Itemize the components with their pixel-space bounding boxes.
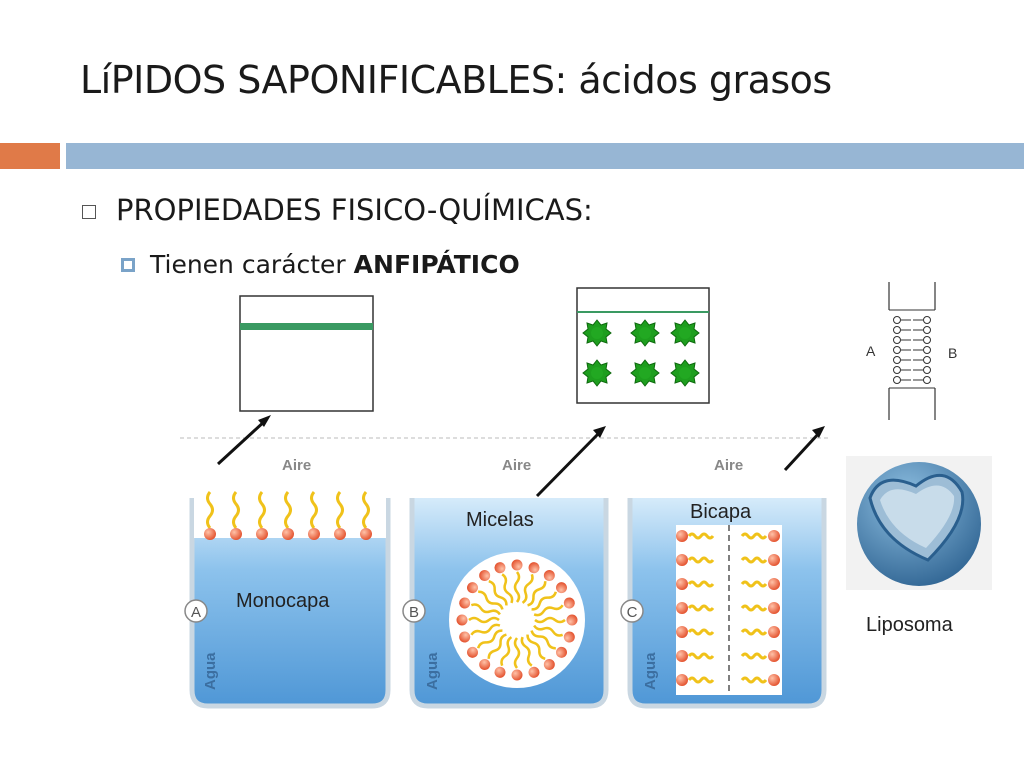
arrow-bilayer-head bbox=[812, 426, 825, 438]
micelle-inset bbox=[576, 287, 710, 404]
micelle-lipid bbox=[531, 582, 567, 611]
membrane-lipid-row bbox=[893, 316, 931, 324]
bilayer-lipid-right bbox=[740, 674, 780, 686]
micelle-lipid bbox=[511, 637, 523, 681]
arrow-bilayer bbox=[783, 430, 822, 472]
bilayer-lipid-left bbox=[676, 626, 715, 638]
micelle-lipid bbox=[494, 636, 513, 678]
bilayer-lipid-right bbox=[740, 650, 780, 662]
membrane-lipid-row bbox=[893, 336, 931, 344]
micelle-lipid bbox=[533, 597, 575, 617]
micelle-lipid bbox=[456, 614, 500, 626]
membrane-inset: A B bbox=[866, 282, 957, 420]
panel-b-water-label: Agua bbox=[424, 652, 441, 690]
bilayer-lipid-right bbox=[740, 530, 780, 542]
bilayer-lipid-right bbox=[740, 554, 780, 566]
arrow-monolayer-head bbox=[258, 415, 271, 427]
arrow-micelle bbox=[535, 430, 602, 498]
micelle-lipid bbox=[479, 570, 508, 606]
caption-liposome: Liposoma bbox=[866, 614, 954, 636]
bilayer-lipid-left bbox=[676, 602, 715, 614]
caption-bilayer: Bicapa bbox=[690, 501, 752, 523]
bilayer-lipid-right bbox=[740, 578, 780, 590]
micelle-lipid bbox=[521, 562, 540, 604]
panel-b-letter: B bbox=[409, 604, 419, 621]
monolayer-inset bbox=[239, 295, 374, 412]
bilayer-lipid-left bbox=[676, 674, 715, 686]
micelle-lipid bbox=[479, 633, 507, 670]
bullet-properties: PROPIEDADES FISICO-QUÍMICAS: bbox=[116, 193, 593, 227]
panel-a-monolayer: A Aire Agua bbox=[180, 457, 391, 709]
panel-a-air-label: Aire bbox=[282, 457, 311, 474]
bilayer-lipid-right bbox=[740, 626, 780, 638]
arrow-micelle-head bbox=[593, 426, 606, 438]
title-accent-bar bbox=[0, 143, 60, 169]
panel-b-air-label: Aire bbox=[502, 457, 531, 474]
membrane-lipid-row bbox=[893, 326, 931, 334]
bullet-amphipathic: Tienen carácter ANFIPÁTICO bbox=[150, 250, 520, 279]
membrane-lipid-row bbox=[893, 356, 931, 364]
title-divider-bar bbox=[66, 143, 1024, 169]
membrane-lipid-row bbox=[893, 346, 931, 354]
bullet-amphipathic-keyword: ANFIPÁTICO bbox=[353, 250, 520, 279]
bilayer-lipid-left bbox=[676, 578, 715, 590]
square-bullet-icon bbox=[82, 205, 96, 219]
membrane-lipid-row bbox=[893, 366, 931, 374]
panel-c-water-label: Agua bbox=[642, 652, 659, 690]
slide-title: LíPIDOS SAPONIFICABLES: ácidos grasos bbox=[80, 58, 832, 102]
liposome-image bbox=[846, 456, 992, 590]
bilayer-lipid-right bbox=[740, 602, 780, 614]
micelle-lipid bbox=[467, 629, 503, 658]
panel-c-letter: C bbox=[627, 604, 638, 621]
panel-c-air-label: Aire bbox=[714, 457, 743, 474]
panel-b-micelle: B Aire Agua bbox=[402, 457, 609, 709]
micelle-lipid bbox=[534, 614, 578, 626]
micelle-lipid bbox=[520, 636, 540, 678]
bullet-amphipathic-prefix: Tienen carácter bbox=[150, 250, 354, 279]
micelle-lipid bbox=[527, 570, 555, 607]
caption-micelles: Micelas bbox=[466, 509, 534, 531]
micelle-lipid bbox=[511, 559, 523, 603]
membrane-label-b: B bbox=[948, 345, 957, 361]
micelle-lipid bbox=[467, 582, 504, 610]
bilayer-lipid-left bbox=[676, 530, 715, 542]
bilayer-lipid-left bbox=[676, 554, 715, 566]
panel-a-letter: A bbox=[191, 604, 201, 621]
caption-monolayer: Monocapa bbox=[236, 590, 330, 612]
micelle-lipid bbox=[459, 597, 501, 616]
membrane-label-a: A bbox=[866, 343, 876, 359]
micelle-lipid bbox=[526, 634, 555, 670]
micelle-lipid bbox=[533, 624, 575, 643]
membrane-lipid-row bbox=[893, 376, 931, 384]
arrow-monolayer bbox=[216, 418, 268, 466]
micelle-lipid bbox=[530, 630, 567, 658]
micelle-lipid bbox=[494, 562, 514, 604]
micelle-lipid bbox=[459, 623, 501, 643]
sub-bullet-icon bbox=[121, 258, 135, 272]
panel-c-bilayer: C Aire Agua bbox=[620, 457, 827, 709]
bilayer-lipid-left bbox=[676, 650, 715, 662]
panel-a-water-label: Agua bbox=[202, 652, 219, 690]
